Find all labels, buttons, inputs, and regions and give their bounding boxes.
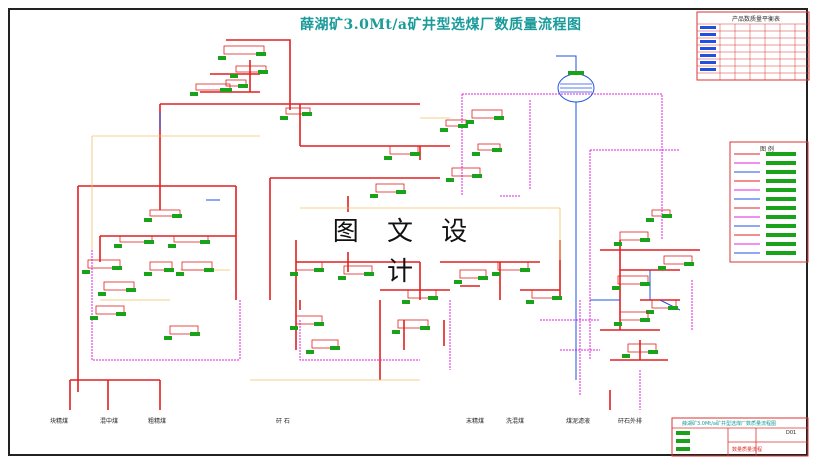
diagram-title: 薛湖矿3.0Mt/a矿井型选煤厂数质量流程图 bbox=[300, 17, 582, 33]
output-label: 矸石外排 bbox=[618, 418, 643, 425]
output-label: 末精煤 bbox=[466, 418, 485, 425]
output-label: 混中煤 bbox=[100, 418, 119, 425]
title-block bbox=[671, 417, 809, 457]
legend-title: 图 例 bbox=[760, 146, 774, 153]
balance-table bbox=[696, 11, 810, 81]
output-label: 粗精煤 bbox=[148, 418, 167, 425]
title-block-name: 薛湖矿3.0Mt/a矿井型选煤厂数质量流程图 bbox=[682, 421, 776, 427]
watermark-text: 图 文 设 计 bbox=[327, 212, 483, 287]
drawing-frame bbox=[8, 8, 808, 456]
thickener-tank bbox=[557, 71, 595, 103]
output-label: 洗混煤 bbox=[506, 418, 525, 425]
process-nodes bbox=[82, 45, 694, 358]
output-label: 矸 石 bbox=[276, 418, 290, 425]
legend-box bbox=[729, 141, 809, 263]
balance-table-title: 产品数质量平衡表 bbox=[732, 16, 781, 23]
aux-flow-lines bbox=[91, 117, 561, 381]
title-block-label: 数量质量流程 bbox=[732, 447, 763, 453]
water-flow-lines bbox=[91, 93, 693, 410]
title-block-code: D01 bbox=[786, 430, 797, 436]
output-label: 煤泥滤液 bbox=[566, 418, 591, 425]
clean-flow-lines bbox=[159, 55, 681, 380]
output-label: 块精煤 bbox=[50, 418, 69, 425]
